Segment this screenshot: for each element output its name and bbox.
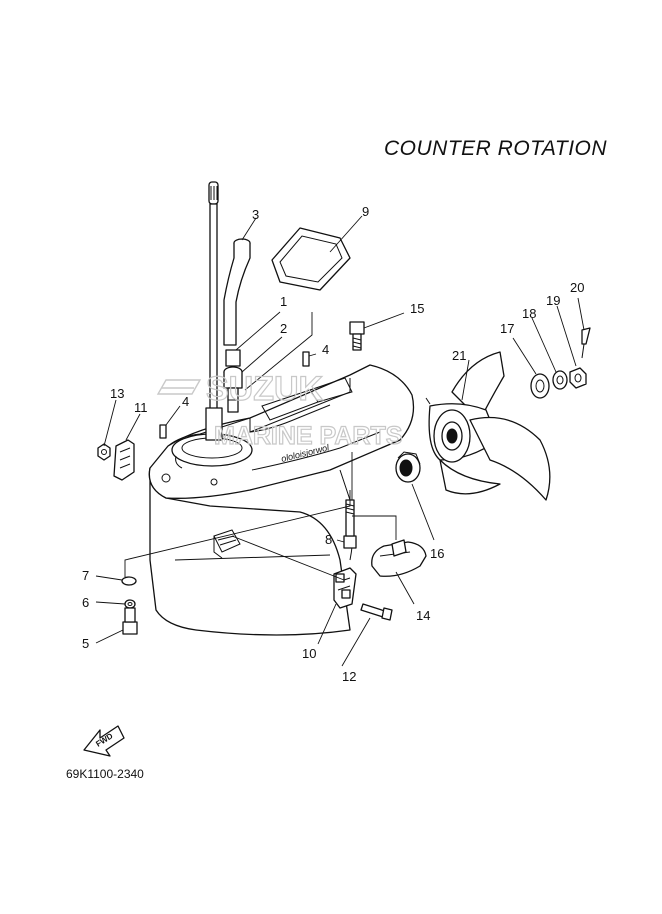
callout-15: 15 (410, 301, 424, 316)
callouts: 1 2 3 4 4 5 6 7 8 9 10 11 12 13 14 15 16… (82, 204, 584, 684)
anode-14 (371, 539, 427, 577)
bolt-8 (343, 499, 357, 549)
callout-13: 13 (110, 386, 124, 401)
gear-case: ololoisjorwol (148, 364, 415, 636)
callout-11: 11 (134, 400, 148, 415)
callout-9: 9 (362, 204, 369, 219)
callout-19: 19 (546, 293, 560, 308)
gasket (271, 227, 351, 291)
leader-lines (95, 215, 585, 667)
water-tube (223, 238, 251, 413)
shift-rod (205, 181, 223, 441)
washer-bolt-lower (121, 576, 138, 635)
watermark-text: MARINE PARTS (214, 422, 402, 450)
callout-20: 20 (570, 280, 584, 295)
prop-hardware (530, 327, 591, 399)
anode-left (97, 439, 135, 481)
dowel-pins (159, 351, 310, 439)
bolt-15 (349, 321, 365, 351)
thrust-washer (395, 451, 421, 483)
callout-4b: 4 (322, 342, 329, 357)
diagram-code: 69K1100-2340 (66, 767, 144, 781)
callout-12: 12 (342, 669, 356, 684)
watermark-logo: SUZUK (206, 370, 324, 408)
callout-2: 2 (280, 321, 287, 336)
fwd-arrow-icon: FWD (83, 725, 125, 757)
callout-8: 8 (325, 532, 332, 547)
callout-1: 1 (280, 294, 287, 309)
callout-14: 14 (416, 608, 430, 623)
callout-17: 17 (500, 321, 514, 336)
callout-3: 3 (252, 207, 259, 222)
callout-6: 6 (82, 595, 89, 610)
watermark: SUZUK MARINE PARTS (156, 369, 403, 451)
propeller (425, 351, 551, 501)
callout-18: 18 (522, 306, 536, 321)
callout-16: 16 (430, 546, 444, 561)
callout-21: 21 (452, 348, 466, 363)
callout-4a: 4 (182, 394, 189, 409)
callout-5: 5 (82, 636, 89, 651)
callout-10: 10 (302, 646, 316, 661)
diagram-title: COUNTER ROTATION (384, 137, 607, 160)
callout-7: 7 (82, 568, 89, 583)
